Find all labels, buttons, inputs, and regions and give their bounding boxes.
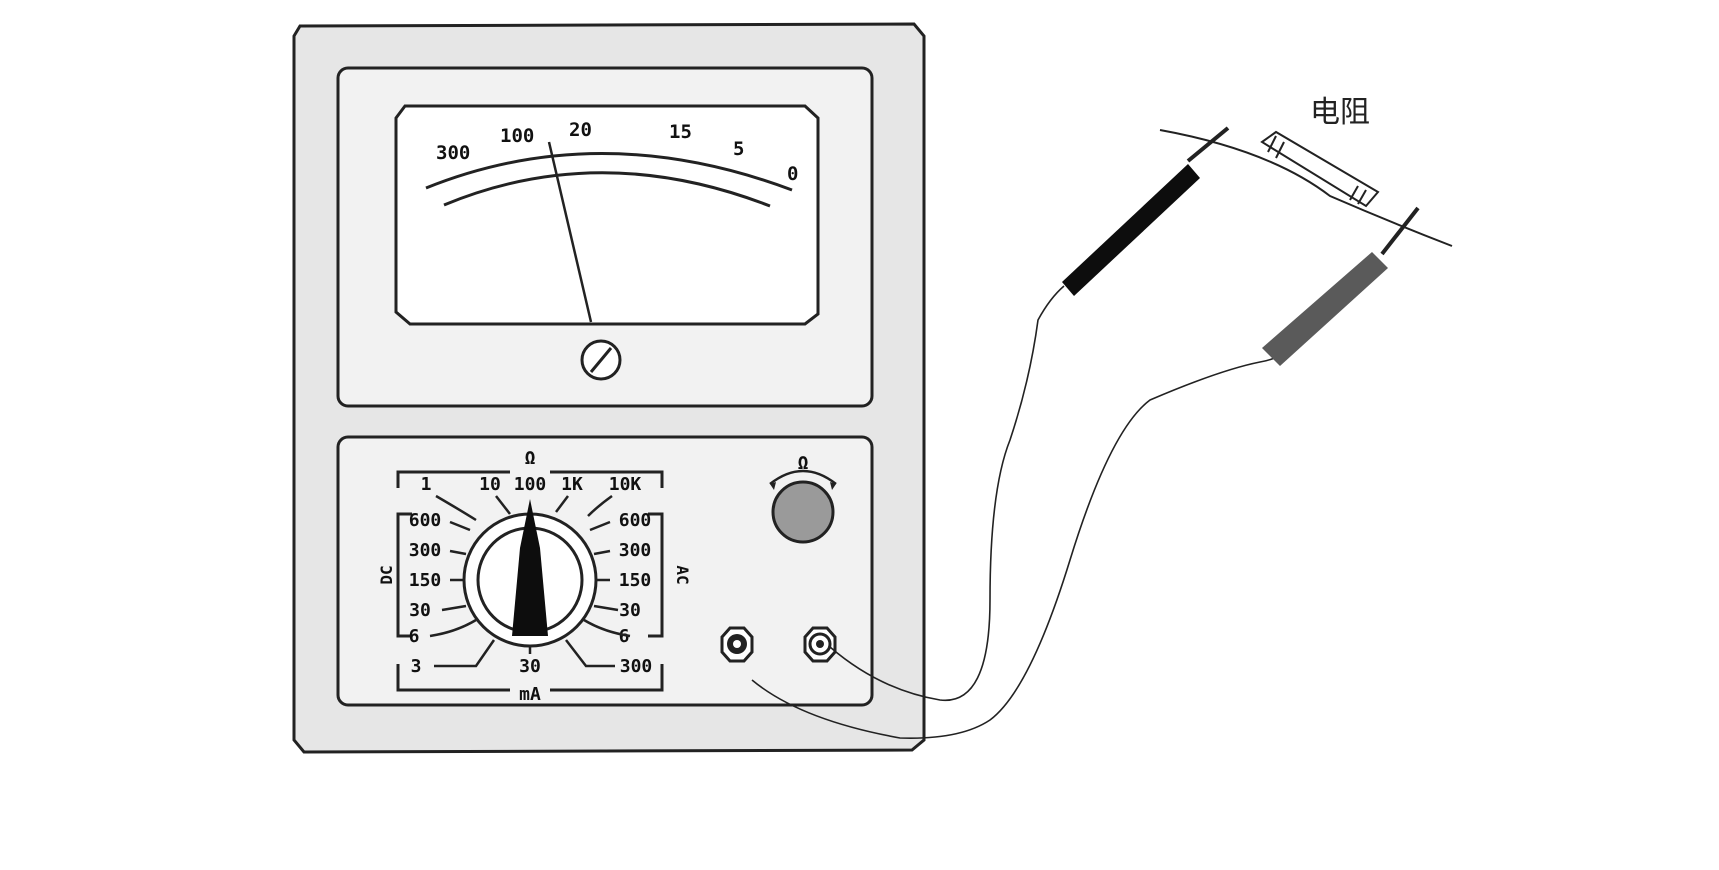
meter-needle xyxy=(547,141,593,323)
ohm-range-10k: 10K xyxy=(609,474,642,495)
scale-label-15: 15 xyxy=(669,121,692,143)
ma-range-bracket xyxy=(396,664,664,692)
ohm-range-1: 1 xyxy=(421,474,432,495)
black-probe[interactable] xyxy=(1062,126,1230,296)
right-range-bracket xyxy=(648,512,664,638)
scale-label-5: 5 xyxy=(733,138,744,160)
scale-label-300: 300 xyxy=(436,142,470,164)
terminal-positive[interactable] xyxy=(803,626,837,663)
red-lead-wire xyxy=(751,355,1279,739)
right-range-30: 30 xyxy=(619,600,641,621)
selector-pointer xyxy=(512,499,548,636)
right-range-6: 6 xyxy=(619,626,630,647)
ohm-range-10: 10 xyxy=(479,474,501,495)
left-range-3: 3 xyxy=(411,656,422,677)
right-range-300: 300 xyxy=(619,540,652,561)
right-range-600: 600 xyxy=(619,510,652,531)
terminal-negative[interactable] xyxy=(720,626,754,663)
scale-label-100: 100 xyxy=(500,125,534,147)
resistor-wire xyxy=(1159,129,1453,247)
resistor xyxy=(1260,130,1380,208)
left-range-600: 600 xyxy=(409,510,442,531)
left-range-300: 300 xyxy=(409,540,442,561)
scale-arc-outer xyxy=(425,152,793,192)
ma-unit: mA xyxy=(519,684,541,705)
test-leads xyxy=(751,285,1279,739)
scale-label-0: 0 xyxy=(787,163,798,185)
ohm-adjust-symbol: Ω xyxy=(798,453,809,474)
ohm-range-1k: 1K xyxy=(561,474,583,495)
range-selector-knob[interactable] xyxy=(462,499,598,648)
right-range-150: 150 xyxy=(619,570,652,591)
red-probe[interactable] xyxy=(1262,206,1420,366)
scale-window xyxy=(394,104,820,326)
right-range-300-ma: 300 xyxy=(620,656,653,677)
resistor-label: 电阻 xyxy=(1310,95,1370,130)
left-side-mark: DC xyxy=(377,565,396,584)
left-range-150: 150 xyxy=(409,570,442,591)
multimeter: 300 100 20 15 5 0 Ω 1 10 100 1K 10K DC 6… xyxy=(292,22,926,754)
black-lead-wire xyxy=(829,285,1065,702)
right-side-mark: AC xyxy=(673,565,692,584)
ohm-adjust-knob[interactable]: Ω xyxy=(769,453,837,544)
scale-label-20: 20 xyxy=(569,119,592,141)
zero-adjust-screw[interactable] xyxy=(580,339,622,381)
ohm-range-bracket xyxy=(396,470,664,488)
scale-arc-inner xyxy=(443,171,771,208)
ohm-symbol: Ω xyxy=(525,448,536,469)
dial-ticks xyxy=(429,494,631,668)
left-range-6: 6 xyxy=(409,626,420,647)
left-range-bracket xyxy=(396,512,412,638)
ma-range-30: 30 xyxy=(519,656,541,677)
ohm-range-100: 100 xyxy=(514,474,547,495)
left-range-30: 30 xyxy=(409,600,431,621)
